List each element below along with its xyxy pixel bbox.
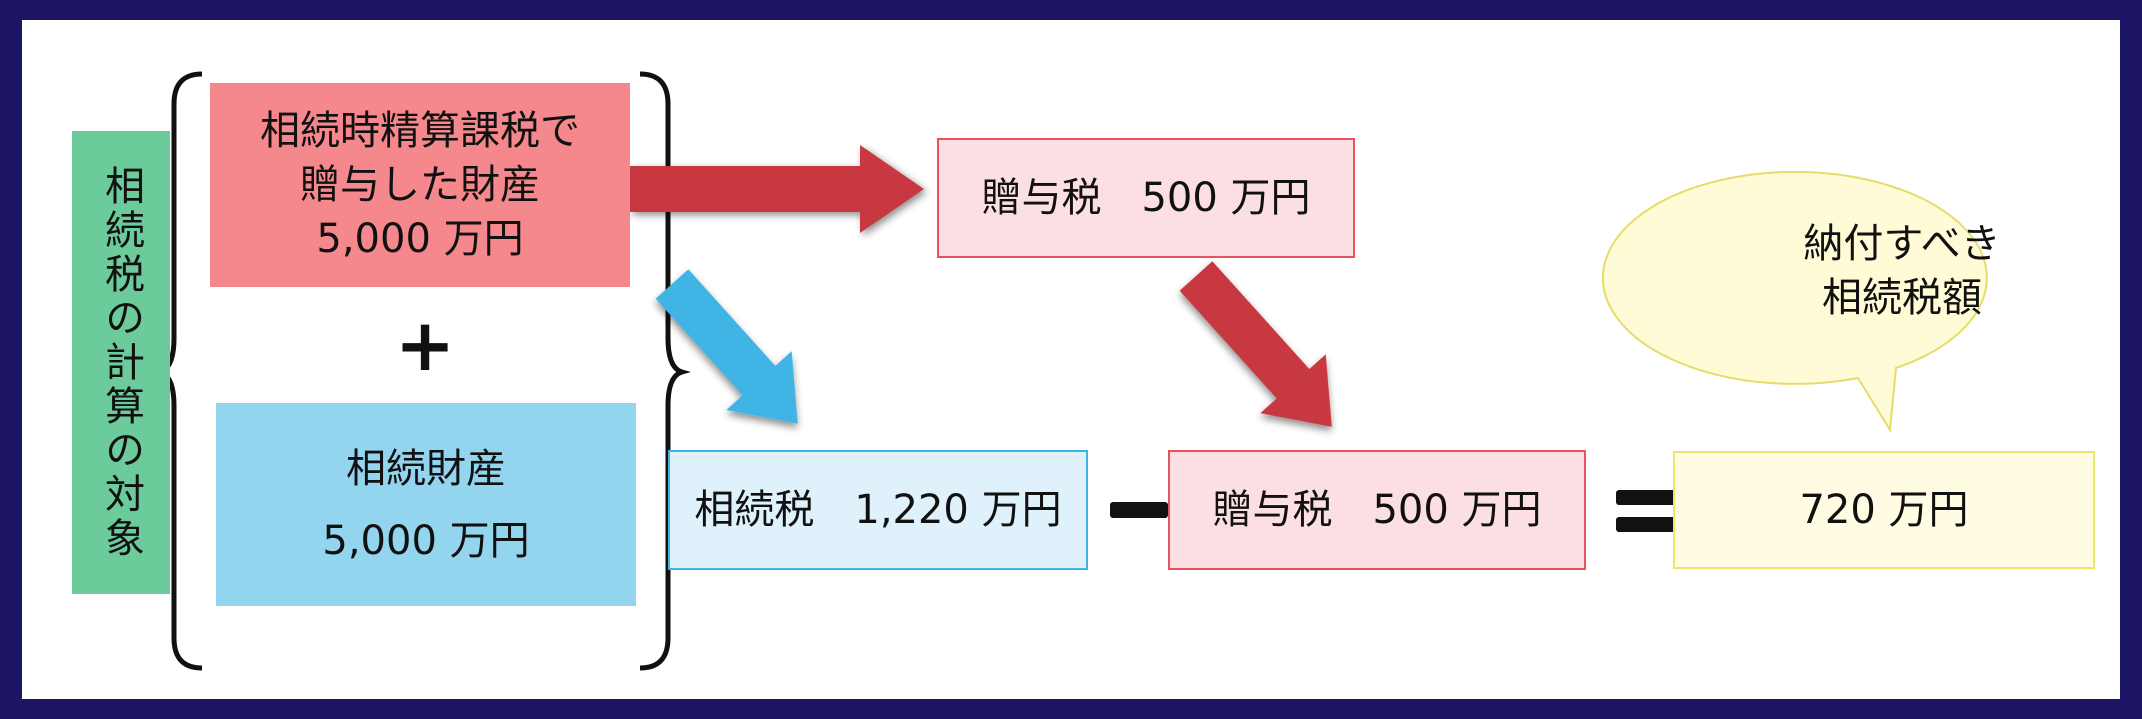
speech-bubble — [1601, 170, 1988, 434]
inherited-property-box: 相続財産 5,000 万円 — [216, 403, 636, 606]
inherited-property-label: 相続財産 — [346, 445, 506, 492]
diagram-graphics — [150, 71, 1988, 671]
diagram-canvas: 相続税の計算の対象 相続時精算課税で 贈与した財産 5,000 万円 + 相続財… — [22, 20, 2120, 699]
bubble-line1: 納付すべき — [1803, 221, 2001, 267]
minus-sign — [1110, 490, 1168, 530]
gift-property-amount: 5,000 万円 — [316, 216, 524, 262]
bubble-line2: 相続税額 — [1822, 275, 1982, 321]
red-arrow-right — [630, 145, 924, 233]
blue-arrow-diagonal — [655, 269, 798, 424]
inheritance-tax-box: 相続税 1,220 万円 — [668, 450, 1088, 570]
plus-sign: + — [394, 303, 456, 387]
inherited-property-amount: 5,000 万円 — [322, 517, 530, 564]
payable-tax-result-box: 720 万円 — [1673, 451, 2095, 569]
red-arrow-diagonal — [1179, 261, 1332, 427]
gift-property-line1: 相続時精算課税で — [260, 108, 580, 154]
speech-bubble-text: 納付すべき 相続税額 — [1702, 206, 2102, 336]
gift-property-box: 相続時精算課税で 贈与した財産 5,000 万円 — [210, 83, 630, 287]
gift-tax-box: 贈与税 500 万円 — [937, 138, 1355, 258]
deducted-gift-tax-box: 贈与税 500 万円 — [1168, 450, 1586, 570]
right-brace — [639, 71, 692, 671]
calculation-target-label: 相続税の計算の対象 — [72, 131, 170, 594]
equals-sign — [1614, 486, 1678, 536]
gift-property-line2: 贈与した財産 — [300, 162, 540, 208]
